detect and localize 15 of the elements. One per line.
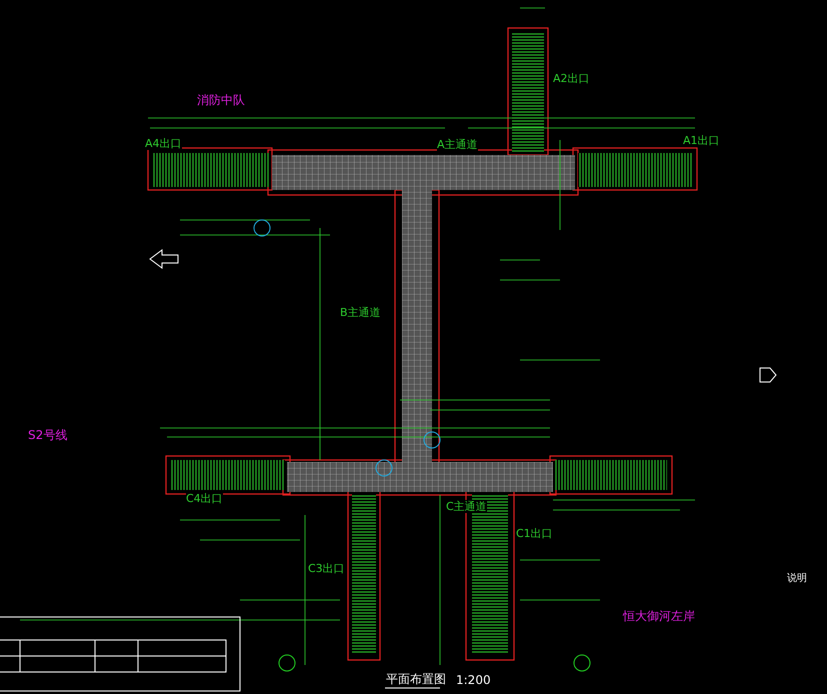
area-label: C主通道 — [446, 500, 487, 514]
area-label: C4出口 — [186, 492, 223, 506]
notes-heading: 说明 — [787, 573, 807, 585]
area-label: A主通道 — [437, 138, 478, 152]
area-label: 消防中队 — [197, 93, 245, 108]
drawing-title: 平面布置图 — [386, 672, 446, 686]
scale-label: 1:200 — [456, 673, 491, 688]
area-label: A4出口 — [145, 137, 182, 150]
area-label: S2号线 — [28, 428, 68, 442]
area-label: B主通道 — [340, 306, 381, 320]
area-label: A2出口 — [553, 72, 590, 86]
area-label: C1出口 — [516, 527, 553, 540]
area-label: A1出口 — [683, 134, 720, 148]
area-label: C3出口 — [308, 562, 345, 576]
area-label: 恒大御河左岸 — [623, 609, 695, 624]
